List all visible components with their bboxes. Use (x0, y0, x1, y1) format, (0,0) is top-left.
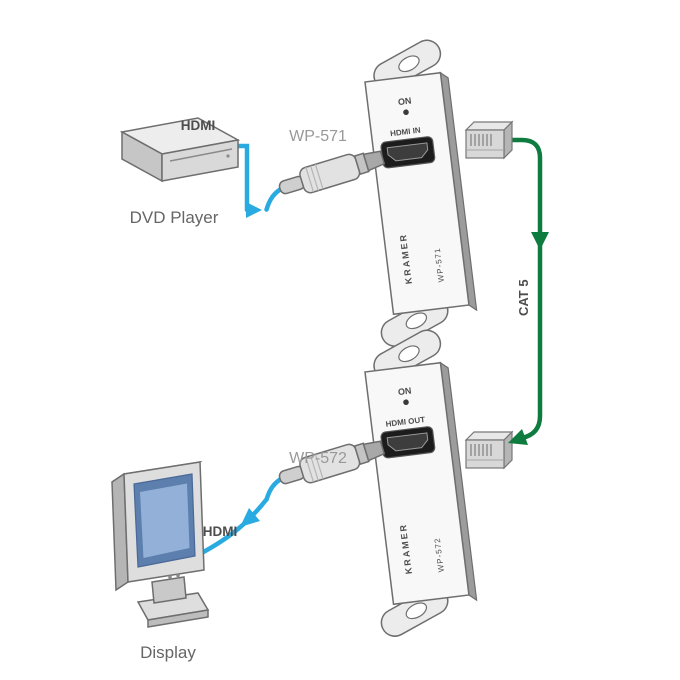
monitor-neck (151, 576, 187, 604)
screw-hole (398, 345, 420, 363)
led-indicator (403, 399, 409, 406)
plug-grip-lines (305, 454, 324, 483)
hdmi-arrow-bottom (240, 508, 260, 527)
on-label: ON (397, 386, 412, 398)
dvd-power-button (226, 154, 230, 158)
port-label: HDMI IN (390, 126, 422, 139)
hdmi-label-bottom: HDMI (203, 524, 238, 539)
sink-device-label: Display (140, 643, 196, 662)
cat5-arrow-mid (531, 232, 549, 250)
rj45-pins (470, 444, 492, 456)
dvd-tray-slot (169, 148, 233, 162)
dvd-player (119, 117, 241, 183)
hdmi-port-tongue (386, 432, 429, 452)
screw-hole (398, 55, 420, 73)
source-device-label: DVD Player (130, 208, 219, 227)
display-monitor (111, 460, 210, 628)
rj45-pins (470, 134, 492, 146)
screw-hole (405, 602, 428, 620)
rj45-front-face (465, 129, 505, 159)
screw-hole (405, 312, 428, 330)
hdmi-label-top: HDMI (181, 118, 216, 133)
rj45-connector-top (464, 120, 514, 160)
plate-face (364, 71, 470, 316)
led-indicator (403, 109, 409, 116)
monitor-button (168, 575, 172, 579)
monitor-screen-glow (140, 483, 190, 558)
plate-face (364, 361, 470, 606)
cat5-arrow-end (508, 429, 528, 445)
hdmi-port-tongue (386, 142, 429, 162)
model-label: WP-572 (433, 537, 446, 573)
wallplate-wp572: ON HDMI OUT KRAMER WP-572 (364, 329, 478, 637)
plug-tip (362, 150, 386, 172)
wallplate-wp571: ON HDMI IN KRAMER WP-571 (364, 39, 478, 347)
hdmi-arrow-top (246, 202, 262, 218)
dvd-front-face (161, 139, 239, 182)
plug-grip-lines (305, 164, 324, 193)
hdmi-plug-top (264, 150, 386, 212)
wp571-callout: WP-571 (289, 128, 347, 145)
plug-tip (362, 440, 386, 462)
monitor-button (176, 573, 180, 578)
model-label: WP-571 (433, 247, 446, 283)
rj45-front-face (465, 439, 505, 469)
hdmi-plug-bottom (264, 440, 386, 502)
cat5-cable (499, 137, 543, 443)
wp572-callout: WP-572 (289, 450, 347, 467)
on-label: ON (397, 96, 412, 108)
rj45-connector-bottom (464, 430, 514, 470)
cat5-label: CAT 5 (516, 279, 531, 316)
monitor-base-front (147, 609, 209, 628)
